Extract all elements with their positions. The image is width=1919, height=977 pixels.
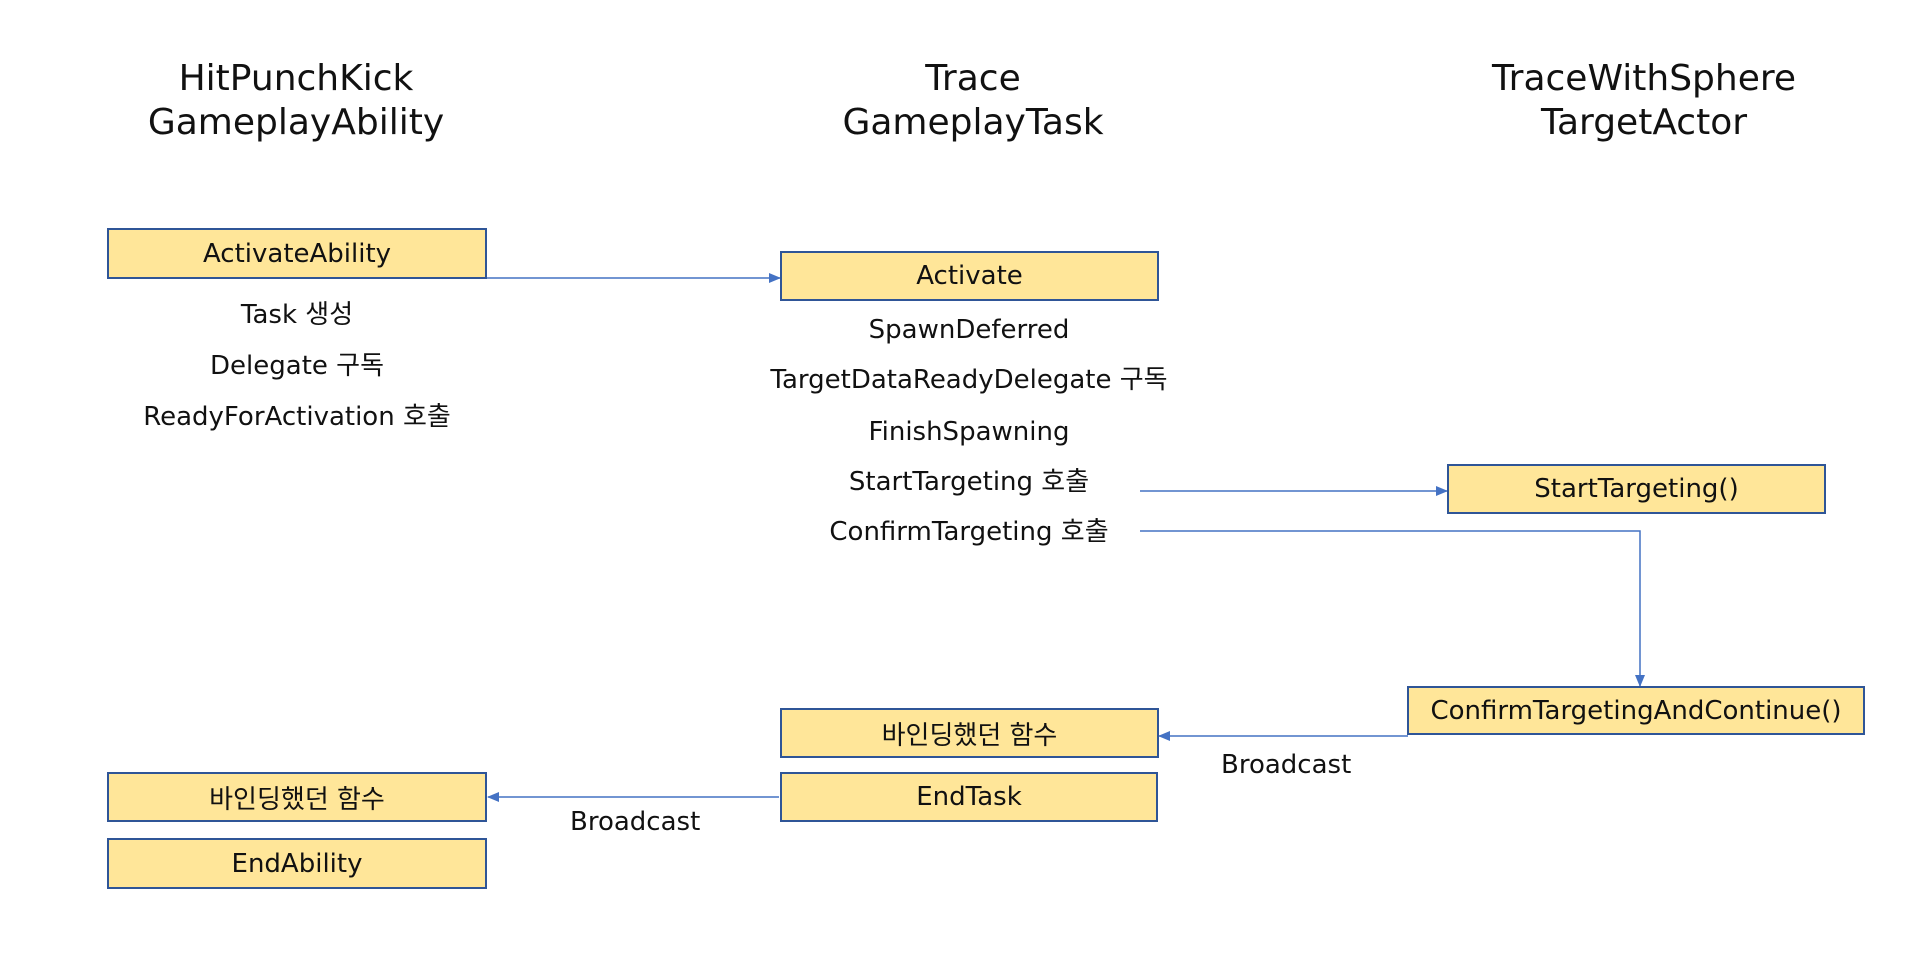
task-step-subscribe-target-data-ready: TargetDataReadyDelegate 구독 xyxy=(770,365,1168,395)
column-header-task-line2: GameplayTask xyxy=(842,102,1104,143)
column-header-target-actor-line2: TargetActor xyxy=(1540,102,1748,143)
broadcast-label-to-ability: Broadcast xyxy=(570,807,701,837)
task-step-start-targeting-call: StartTargeting 호출 xyxy=(848,467,1090,497)
column-header-ability-line1: HitPunchKick xyxy=(178,58,414,99)
activate-ability-box: ActivateAbility xyxy=(107,228,487,279)
task-step-confirm-targeting-call: ConfirmTargeting 호출 xyxy=(829,517,1109,547)
column-header-task: Trace GameplayTask xyxy=(693,57,1253,145)
column-header-task-line1: Trace xyxy=(925,58,1021,99)
task-bound-function-box: 바인딩했던 함수 xyxy=(780,708,1159,758)
arrow-confirm-targeting-call xyxy=(1140,530,1645,687)
activate-box: Activate xyxy=(780,251,1159,301)
ability-step-ready-for-activation: ReadyForActivation 호출 xyxy=(143,402,451,432)
task-step-finish-spawning: FinishSpawning xyxy=(868,417,1070,447)
ability-bound-function-box: 바인딩했던 함수 xyxy=(107,772,487,822)
end-ability-box: EndAbility xyxy=(107,838,487,889)
ability-step-subscribe-delegate: Delegate 구독 xyxy=(210,351,384,381)
start-targeting-box: StartTargeting() xyxy=(1447,464,1826,514)
task-step-spawn-deferred: SpawnDeferred xyxy=(868,315,1070,345)
ability-step-create-task: Task 생성 xyxy=(240,300,354,330)
confirm-targeting-and-continue-box: ConfirmTargetingAndContinue() xyxy=(1407,686,1865,735)
broadcast-label-to-task: Broadcast xyxy=(1221,750,1352,780)
column-header-target-actor-line1: TraceWithSphere xyxy=(1491,58,1797,99)
column-header-target-actor: TraceWithSphere TargetActor xyxy=(1364,57,1919,145)
end-task-box: EndTask xyxy=(780,772,1158,822)
column-header-ability: HitPunchKick GameplayAbility xyxy=(16,57,576,145)
column-header-ability-line2: GameplayAbility xyxy=(147,102,445,143)
